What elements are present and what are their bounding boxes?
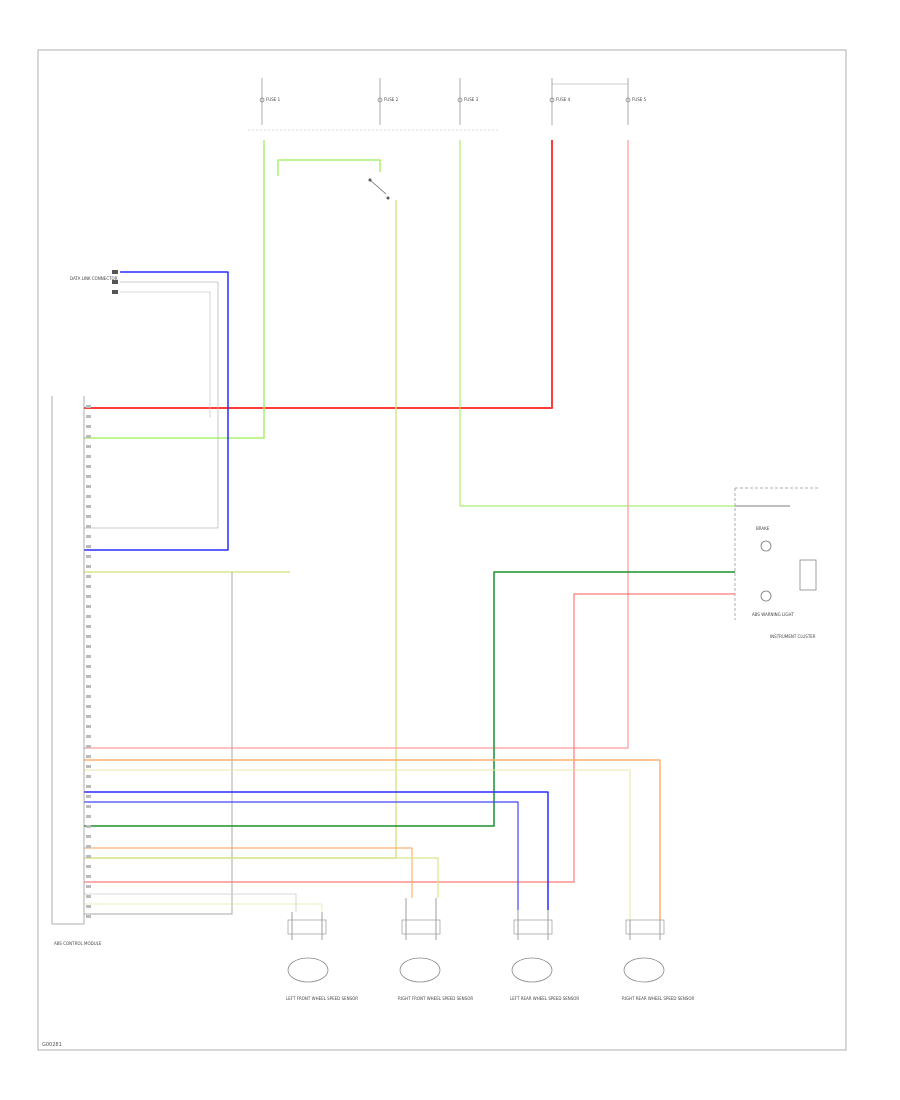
fuse-1-label: FUSE 1 — [266, 97, 281, 102]
wire-pink-fuse5 — [84, 140, 629, 749]
wire-blue-lr-2 — [84, 801, 519, 910]
wire-pink-brake — [84, 593, 735, 883]
wire-red-feed — [84, 140, 553, 409]
data-link-connector: DATA LINK CONNECTOR — [70, 270, 118, 294]
fuse-2: FUSE 2 — [377, 78, 399, 125]
wheel-sensor-lr-label: LEFT REAR WHEEL SPEED SENSOR — [510, 996, 579, 1001]
abs-control-module: ABS CONTROL MODULE — [51, 396, 102, 946]
wire-lightgreen-cluster — [459, 140, 735, 507]
data-link-connector-label: DATA LINK CONNECTOR — [70, 276, 118, 281]
wire-yellowgreen-rf — [84, 857, 439, 898]
brake-light-label: BRAKE — [756, 526, 770, 531]
wheel-sensor-icon — [399, 957, 441, 983]
fuse-3: FUSE 3 — [457, 78, 479, 125]
wheel-sensor-lr: LEFT REAR WHEEL SPEED SENSOR — [510, 910, 579, 1001]
wheel-sensor-icon — [511, 957, 553, 983]
wire-gray-ground — [84, 572, 233, 915]
wire-lightgreen-fuse1 — [84, 140, 265, 439]
wire-orange-rr — [84, 759, 661, 920]
wheel-sensor-lf-label: LEFT FRONT WHEEL SPEED SENSOR — [286, 996, 358, 1001]
wire-yellow-rr2 — [84, 769, 631, 920]
wires — [84, 140, 790, 920]
fuse-2-label: FUSE 2 — [384, 97, 399, 102]
abs-lamp-icon — [760, 590, 772, 602]
brake-switch — [368, 178, 390, 200]
fuse-3-label: FUSE 3 — [464, 97, 479, 102]
page-code: G00281 — [42, 1042, 62, 1048]
wire-gray-dlc-1 — [84, 281, 219, 529]
fuse-4-label: FUSE 4 — [556, 97, 571, 102]
wheel-sensor-rf-label: RIGHT FRONT WHEEL SPEED SENSOR — [398, 996, 473, 1001]
wheel-sensor-rr: RIGHT REAR WHEEL SPEED SENSOR — [622, 919, 694, 1001]
wire-darkgreen-abs — [84, 571, 735, 827]
fuse-panel: FUSE 1 FUSE 2 FUSE 3 FUSE 4 FUSE 5 — [248, 78, 647, 131]
brake-lamp-icon — [760, 540, 772, 552]
wheel-sensor-rf: RIGHT FRONT WHEEL SPEED SENSOR — [398, 898, 473, 1001]
wire-blue-dlc — [84, 271, 229, 551]
abs-module-label: ABS CONTROL MODULE — [54, 941, 102, 946]
wheel-sensor-icon — [623, 957, 665, 983]
fuse-5: FUSE 5 — [552, 78, 647, 125]
fuse-4: FUSE 4 — [549, 78, 571, 125]
instrument-cluster-label: INSTRUMENT CLUSTER — [770, 634, 816, 639]
wire-blue-lr — [84, 791, 549, 910]
instrument-cluster: BRAKE ABS WARNING LIGHT INSTRUMENT CLUST… — [734, 487, 820, 639]
wire-yellow-lf-2 — [84, 903, 323, 912]
wire-gray-lf-1 — [84, 893, 297, 912]
wire-orange-rf — [84, 847, 413, 898]
diagram-frame — [37, 49, 847, 1051]
abs-warning-light-label: ABS WARNING LIGHT — [752, 612, 795, 617]
fuse-5-label: FUSE 5 — [632, 97, 647, 102]
wire-gray-dlc-2 — [120, 291, 211, 418]
wheel-sensor-icon — [287, 957, 329, 983]
wheel-sensor-lf: LEFT FRONT WHEEL SPEED SENSOR — [286, 912, 358, 1001]
fuse-1: FUSE 1 — [259, 78, 281, 125]
wheel-sensor-rr-label: RIGHT REAR WHEEL SPEED SENSOR — [622, 996, 694, 1001]
cluster-module-icon — [799, 559, 817, 591]
wire-green-brake-switch — [277, 159, 381, 176]
